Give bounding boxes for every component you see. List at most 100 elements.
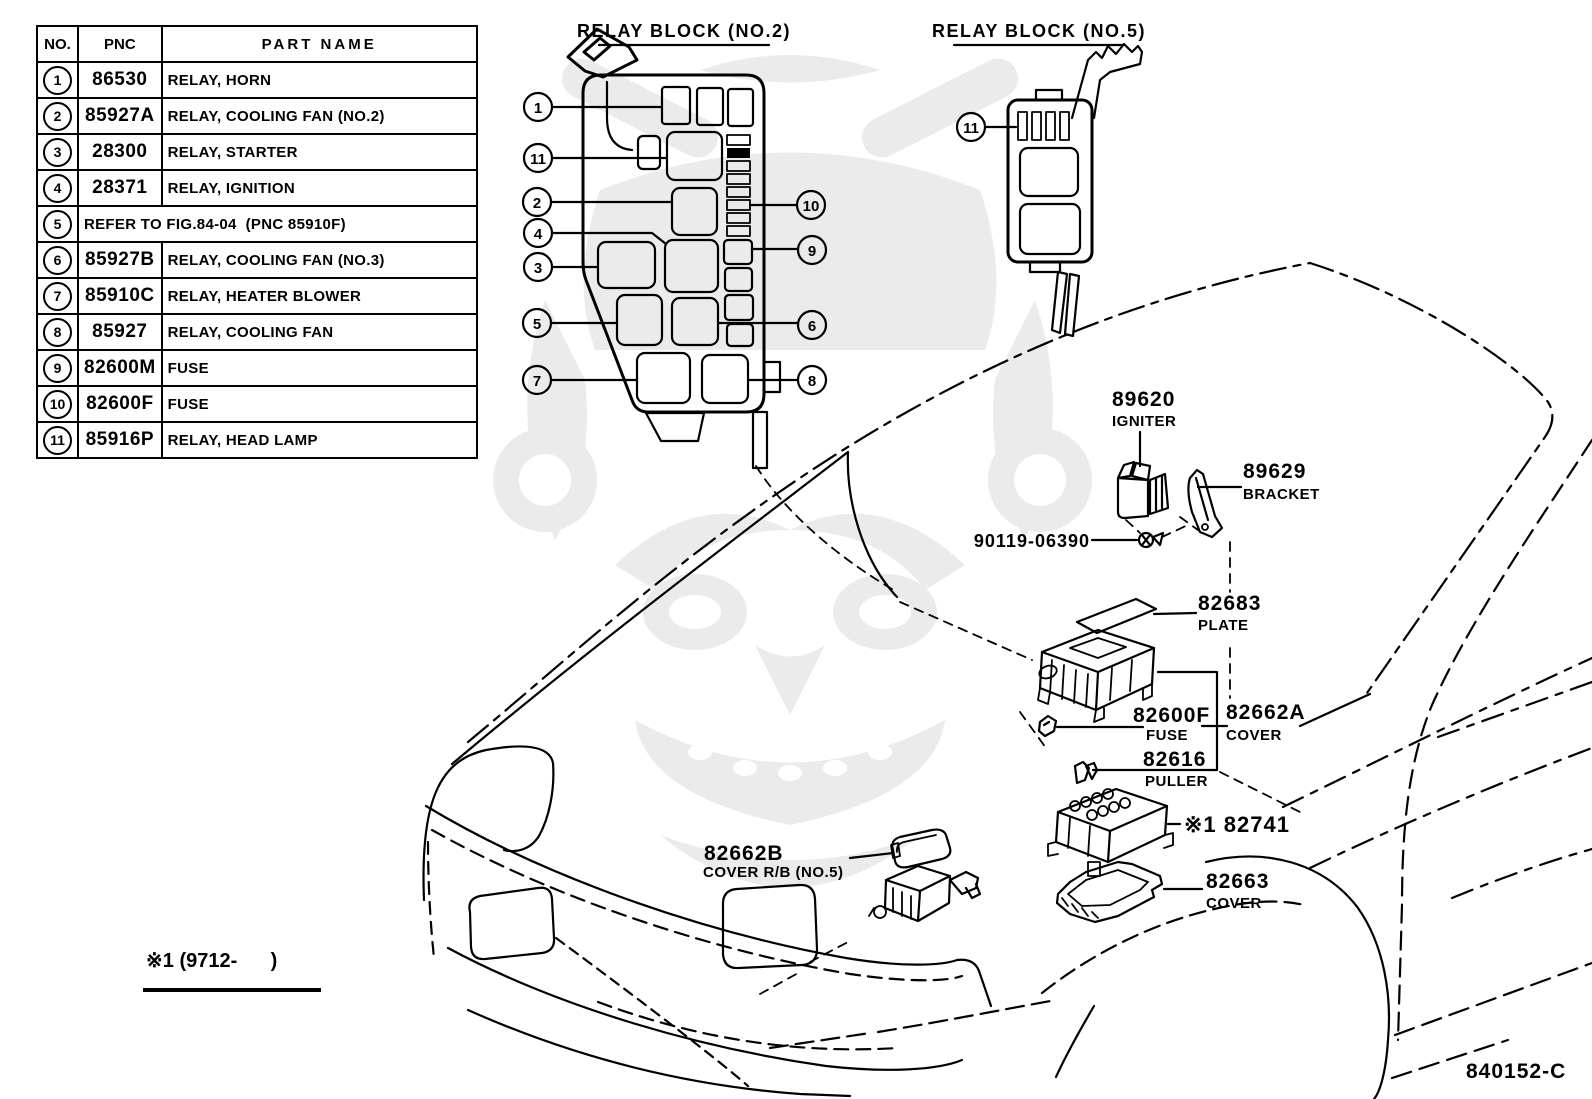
relay-block-2-inner-corner: [605, 80, 634, 152]
igniter-part-number: 89620: [1112, 388, 1175, 411]
relay-slot-6: [670, 296, 720, 347]
cover-82663-part-name: COVER: [1206, 895, 1262, 912]
wheel-arch: [1204, 855, 1391, 1099]
pnc-cell: 28371: [77, 169, 163, 207]
callout-circle-1: [522, 91, 554, 123]
block5-bottom-tab: [1028, 260, 1062, 274]
callout-circle-5: [521, 307, 553, 339]
mount-bracket-leg: [1050, 270, 1081, 338]
row-number-badge: 1: [43, 65, 72, 95]
callout-number: 8: [808, 373, 816, 390]
row-number-badge: 3: [43, 137, 72, 167]
front-edge-dashes: [426, 840, 436, 960]
plate-part-number: 82683: [1198, 592, 1261, 615]
label-bracket-lines: [1055, 670, 1229, 772]
row-number-badge: 11: [43, 425, 72, 455]
cover-82662b-part-name: COVER R/B (NO.5): [703, 864, 844, 881]
drawing-number: 840152-C: [1466, 1060, 1566, 1083]
block5-slot: [1045, 111, 1056, 141]
cover-a-part-number: 82662A: [1226, 701, 1306, 724]
igniter-part-name: IGNITER: [1112, 413, 1176, 430]
row-number-badge: 5: [43, 209, 72, 239]
grille-dashed: [554, 936, 750, 1088]
row-number-badge: 7: [43, 281, 72, 311]
bracket-part-name: BRACKET: [1243, 486, 1320, 503]
igniter-drawing: [1116, 460, 1170, 520]
door-line-1: [1281, 656, 1592, 809]
pnc-cell: 85927A: [77, 97, 163, 135]
relay-block-2-side-strip: [751, 410, 769, 470]
table-row: 1 86530 RELAY, HORN: [36, 61, 478, 99]
callout-circle-8: [796, 364, 828, 396]
headlamp-right: [721, 883, 819, 970]
callout-number: 5: [533, 316, 541, 333]
bolt-part-number: 90119-06390: [974, 531, 1090, 551]
row-number-badge: 4: [43, 173, 72, 203]
bolt-drawing: [1137, 531, 1165, 549]
table-row: 8 85927 RELAY, COOLING FAN: [36, 313, 478, 351]
bumper-crease-dashed: [430, 828, 964, 982]
fuse-stack: [722, 134, 755, 348]
relay-slot-2: [670, 186, 719, 237]
pnc-cell: 82600F: [77, 385, 163, 423]
relay-block-2-bottom-tab: [644, 411, 706, 443]
row-number-badge: 8: [43, 317, 72, 347]
callout-circle-10: [795, 189, 827, 221]
relay-slot: [695, 86, 725, 127]
fuse-part-number: 82600F: [1133, 704, 1210, 727]
bracket-drawing: [1187, 468, 1224, 539]
hood-opening-line: [466, 261, 1554, 744]
block5-slot: [1059, 111, 1070, 141]
relay-slot-7: [635, 351, 692, 405]
part-name-cell: RELAY, HEAD LAMP: [160, 421, 478, 459]
block5-relay-a: [1018, 146, 1080, 198]
relay-slot-11: [665, 130, 724, 182]
callout-circle-11: [522, 142, 554, 174]
door-line-2: [1308, 746, 1592, 870]
car-body-outline: [422, 261, 1592, 1099]
table-row: 10 82600F FUSE: [36, 385, 478, 423]
pnc-cell: 82600M: [77, 349, 163, 387]
part-name-cell: FUSE: [160, 385, 478, 423]
callout-number: 4: [534, 226, 543, 243]
pnc-cell: 86530: [77, 61, 163, 99]
callout-circle-11-b5: [955, 111, 987, 143]
part-name-cell-merged: REFER TO FIG.84-04 (PNC 85910F): [77, 205, 478, 243]
door-line-3: [1436, 680, 1592, 739]
part-name-cell: FUSE: [160, 349, 478, 387]
rocker-line-right: [1393, 961, 1592, 1037]
table-row: 9 82600M FUSE: [36, 349, 478, 387]
relay-slot: [726, 87, 755, 128]
relay-block-5-drawing: RELAY BLOCK (NO.5) 11: [932, 21, 1146, 338]
part-name-cell: RELAY, HEATER BLOWER: [160, 277, 478, 315]
callout-number: 11: [530, 151, 546, 168]
footnote-underline: [143, 988, 321, 992]
table-row: 7 85910C RELAY, HEATER BLOWER: [36, 277, 478, 315]
part-name-cell: RELAY, COOLING FAN: [160, 313, 478, 351]
pnc-cell: 85927: [77, 313, 163, 351]
relay-block-2-side-tab: [762, 360, 782, 394]
block5-relay-b: [1018, 202, 1082, 256]
bumper-bottom-dashed: [596, 1000, 900, 1051]
row-number-badge: 9: [43, 353, 72, 383]
cover-a-part-name: COVER: [1226, 727, 1282, 744]
relay-block-2-title: RELAY BLOCK (NO.2): [577, 21, 791, 41]
wheel-arch-front-edge: [1054, 1004, 1096, 1079]
relay-block-on-car-drawing: [868, 864, 982, 923]
plate-drawing: [1075, 597, 1158, 635]
callout-circle-4: [522, 217, 554, 249]
relay-block-5-title: RELAY BLOCK (NO.5): [932, 21, 1146, 41]
callout-number: 9: [808, 243, 816, 260]
relay-block-2-body: [581, 73, 766, 414]
pnc-cell: 85910C: [77, 277, 163, 315]
relay-slot-3: [596, 240, 657, 290]
row-number-badge: 10: [43, 389, 72, 419]
col-header-part-name: PART NAME: [160, 25, 478, 63]
fender-corner-blob: [422, 745, 555, 902]
bumper-lower-edge: [446, 946, 964, 1071]
fusebox-cover-drawing: [1037, 628, 1156, 723]
plate-leader: [1152, 611, 1198, 616]
fusebox-82741-drawing: [1047, 787, 1174, 864]
